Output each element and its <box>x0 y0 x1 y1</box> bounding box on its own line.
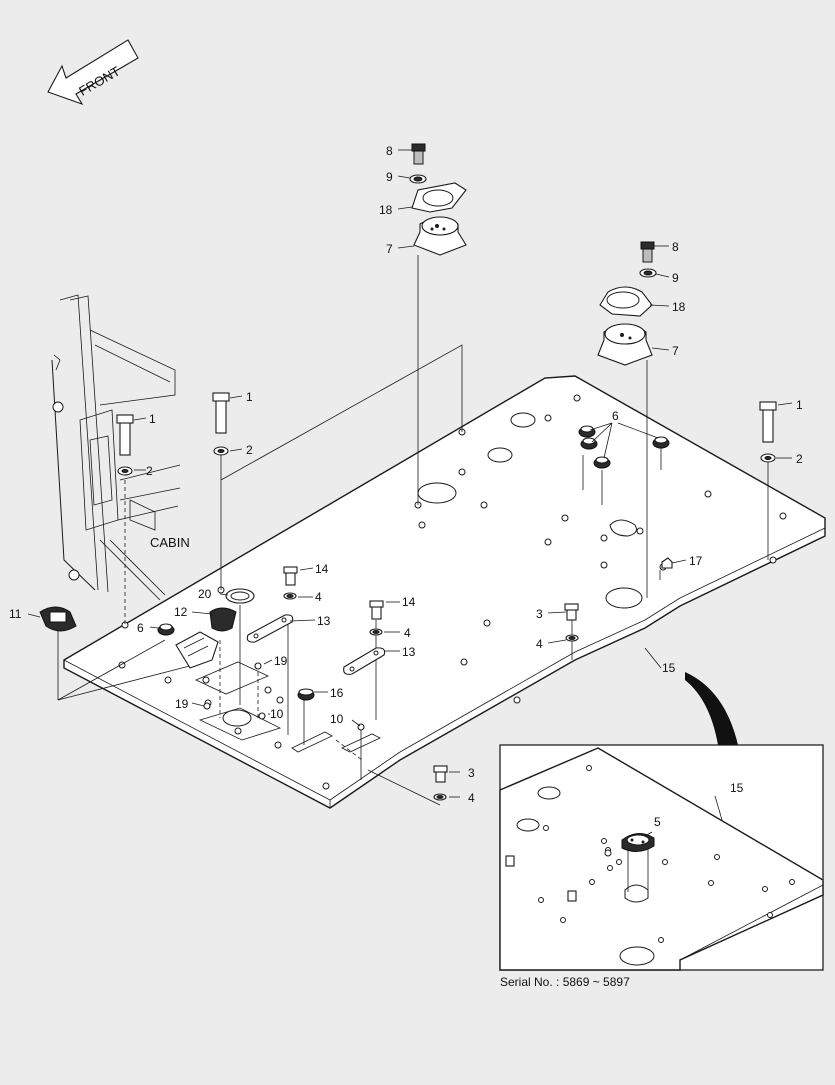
callout-15-inset: 15 <box>730 781 744 795</box>
callout-13-b: 13 <box>402 645 416 659</box>
callout-19-a: 19 <box>274 654 288 668</box>
callout-10-a: 10 <box>270 707 284 721</box>
bolt-set-1 <box>116 392 777 476</box>
callout-8-right: 8 <box>672 240 679 254</box>
floor-plate <box>63 375 826 809</box>
callout-19-b: 19 <box>175 697 189 711</box>
serial-caption: Serial No. : 5869 ~ 5897 <box>500 975 630 989</box>
callout-4-a: 4 <box>315 590 322 604</box>
inset-pointer-arrow <box>685 672 738 745</box>
callout-4-c: 4 <box>536 637 543 651</box>
callout-4-d: 4 <box>468 791 475 805</box>
callout-11: 11 <box>9 607 22 621</box>
assembly-lines <box>57 255 769 806</box>
callout-10-b: 10 <box>330 712 344 726</box>
callout-6-left: 6 <box>137 621 144 635</box>
callout-7-top: 7 <box>386 242 393 256</box>
plate-small-holes <box>118 394 787 790</box>
callout-17: 17 <box>689 554 703 568</box>
callout-2-a: 2 <box>246 443 253 457</box>
cabin-frame: CABIN <box>51 294 190 601</box>
callout-labels: 8 9 18 7 8 9 18 7 1 1 1 2 2 2 6 6 11 12 … <box>9 144 803 829</box>
callout-1-b: 1 <box>149 412 156 426</box>
mount-assembly-top <box>409 143 467 256</box>
callout-12: 12 <box>174 605 188 619</box>
callout-6-right: 6 <box>612 409 619 423</box>
callout-14-b: 14 <box>402 595 416 609</box>
front-arrow: FRONT <box>47 39 139 106</box>
callout-3-b: 3 <box>468 766 475 780</box>
callout-15: 15 <box>662 661 676 675</box>
callout-8-top: 8 <box>386 144 393 158</box>
callout-18-top: 18 <box>379 203 393 217</box>
callout-2-b: 2 <box>146 464 153 478</box>
callout-20: 20 <box>198 587 212 601</box>
callout-leaders <box>27 149 793 798</box>
callout-1-c: 1 <box>796 398 803 412</box>
callout-4-b: 4 <box>404 626 411 640</box>
callout-16: 16 <box>330 686 344 700</box>
callout-13-a: 13 <box>317 614 331 628</box>
callout-14-a: 14 <box>315 562 329 576</box>
inset-detail <box>499 744 824 971</box>
callout-9-top: 9 <box>386 170 393 184</box>
grommet-set-6 <box>157 425 670 636</box>
cabin-label: CABIN <box>150 535 190 550</box>
callout-9-right: 9 <box>672 271 679 285</box>
callout-18-right: 18 <box>672 300 686 314</box>
small-parts-cluster <box>39 557 673 801</box>
callout-5: 5 <box>654 815 661 829</box>
callout-3-a: 3 <box>536 607 543 621</box>
callout-2-c: 2 <box>796 452 803 466</box>
callout-7-right: 7 <box>672 344 679 358</box>
callout-1-a: 1 <box>246 390 253 404</box>
mount-assembly-right <box>597 241 657 366</box>
